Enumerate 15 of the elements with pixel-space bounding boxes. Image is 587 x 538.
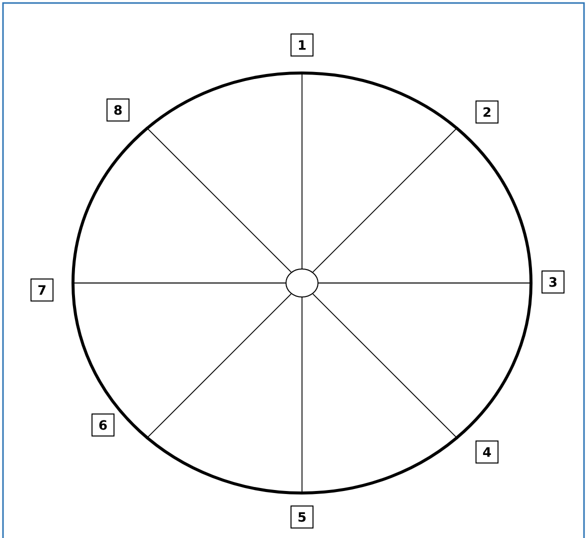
number-box: 1 xyxy=(290,34,314,56)
number-box: 6 xyxy=(92,414,114,436)
spoke-line xyxy=(312,293,458,440)
hub-circle xyxy=(286,268,318,298)
wheel-circle xyxy=(72,72,532,494)
number-box: 3 xyxy=(542,270,564,294)
number-box: 5 xyxy=(290,506,314,528)
spoke-line xyxy=(318,282,533,284)
number-box: 7 xyxy=(30,278,54,302)
number-box: 4 xyxy=(476,440,498,464)
spoke-line xyxy=(146,293,292,440)
spoke-line xyxy=(312,126,458,273)
number-box: 8 xyxy=(106,98,130,122)
spoke-line xyxy=(146,126,292,273)
number-box: 2 xyxy=(476,100,498,124)
